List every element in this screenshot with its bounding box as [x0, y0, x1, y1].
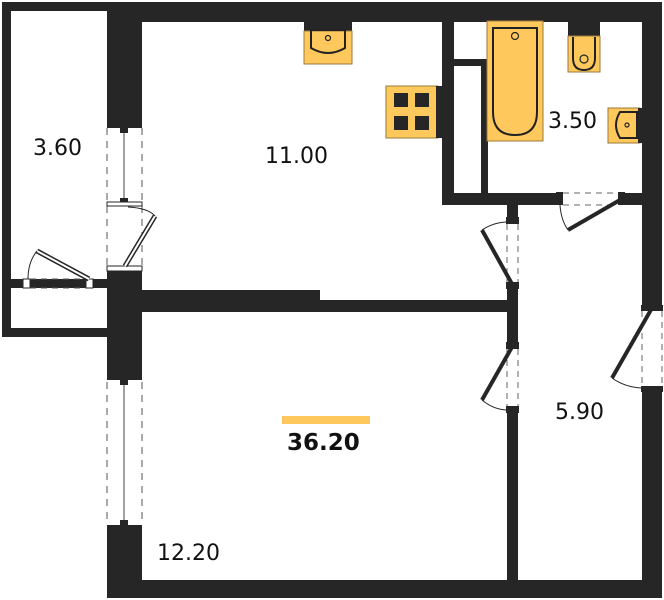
corridor-wall-mid: [507, 285, 518, 345]
bathroom-sink-icon: [607, 107, 643, 144]
bathtub-icon: [486, 20, 544, 142]
partition-kitchen-living-thin: [320, 300, 516, 312]
exterior-wall-bottom: [107, 580, 662, 598]
room-area-bathroom: 3.50: [548, 109, 597, 134]
bathroom-wall-bottom-left: [442, 193, 562, 205]
exterior-wall-left-mid: [107, 271, 142, 378]
door-bathroom: [556, 192, 625, 232]
balcony-door: [22, 248, 94, 289]
bathroom-wall-left: [442, 22, 454, 205]
room-area-kitchen: 11.00: [265, 144, 328, 169]
exterior-wall-top: [107, 2, 662, 22]
kitchen-sink-icon: [303, 21, 353, 65]
duct-wall-right: [481, 59, 488, 199]
room-area-hallway: 5.90: [555, 400, 604, 425]
bathroom-wall-bottom-right: [622, 193, 644, 205]
window-kitchen: [106, 123, 158, 272]
window-living-room: [106, 375, 143, 530]
stove-icon: [385, 85, 442, 139]
corridor-wall-top: [507, 205, 518, 223]
balcony-wall-top: [2, 2, 112, 11]
balcony-rail-mid: [10, 279, 108, 288]
room-area-living-room: 12.20: [157, 541, 220, 566]
toilet-icon: [567, 35, 601, 73]
balcony-wall-left: [2, 2, 11, 337]
door-living-hallway: [480, 342, 519, 413]
door-entrance: [610, 305, 663, 392]
duct-wall-top: [452, 59, 487, 66]
exterior-wall-left-upper: [107, 2, 142, 123]
toilet-backing: [568, 22, 600, 37]
total-area-accent-bar: [282, 416, 370, 424]
exterior-wall-right-lower: [642, 390, 662, 598]
room-area-balcony: 3.60: [33, 136, 82, 161]
door-kitchen-hallway: [480, 217, 519, 289]
balcony-wall-bottom: [2, 328, 112, 337]
exterior-wall-right-upper: [642, 2, 662, 307]
total-area: 36.20: [287, 430, 360, 456]
corridor-wall-lower: [507, 410, 518, 580]
partition-kitchen-living-thick: [142, 290, 320, 312]
